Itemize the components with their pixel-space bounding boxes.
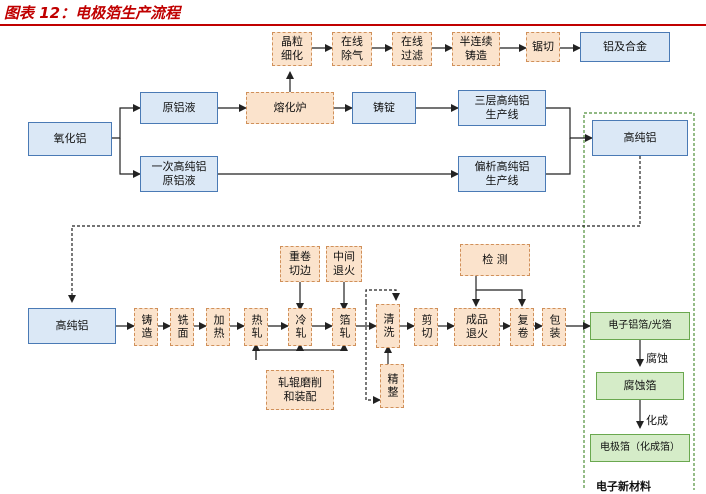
- node-casting: 铸造: [134, 308, 158, 346]
- node-furnace: 熔化炉: [246, 92, 334, 124]
- node-finishing: 精整: [380, 364, 404, 408]
- node-hot-roll: 热轧: [244, 308, 268, 346]
- node-high-purity-left: 高纯铝: [28, 308, 116, 344]
- node-roll-grind: 轧辊磨削 和装配: [266, 370, 334, 410]
- node-mid-anneal: 中间 退火: [326, 246, 362, 282]
- node-milling: 铣面: [170, 308, 194, 346]
- group-frame: [583, 112, 695, 490]
- node-cold-roll: 冷轧: [288, 308, 312, 346]
- group-label: 电子新材料: [596, 480, 651, 493]
- node-alloy: 铝及合金: [580, 32, 670, 62]
- node-filter: 在线 过滤: [392, 32, 432, 66]
- node-corrosion-foil: 腐蚀箔: [596, 372, 684, 400]
- edge-clean-loop-bottom: [365, 302, 381, 404]
- node-alumina: 氧化铝: [28, 122, 112, 156]
- node-foil-roll: 箔轧: [332, 308, 356, 346]
- node-semi-cast: 半连续 铸造: [452, 32, 500, 66]
- title-rule: [0, 24, 706, 26]
- edge-seg-hp: [546, 138, 571, 175]
- node-heating: 加热: [206, 308, 230, 346]
- edge-alumina-primary: [119, 138, 141, 178]
- node-grain: 晶粒 细化: [272, 32, 312, 66]
- node-primary-liquid: 一次高纯铝 原铝液: [140, 156, 218, 192]
- node-high-purity-top: 高纯铝: [592, 120, 688, 156]
- node-saw: 锯切: [526, 32, 560, 62]
- edge-insp-rewind: [476, 289, 526, 307]
- node-electronic-foil: 电子铝箔/光箔: [590, 312, 690, 340]
- node-electrode-foil: 电极箔（化成箔）: [590, 434, 690, 462]
- node-three-layer: 三层高纯铝 生产线: [458, 90, 546, 126]
- node-raw-liquid: 原铝液: [140, 92, 218, 124]
- node-anneal: 成品 退火: [454, 308, 500, 346]
- node-pack: 包装: [542, 308, 566, 346]
- node-shear: 剪切: [414, 308, 438, 346]
- node-rewind-trim: 重卷 切边: [280, 246, 320, 282]
- node-inspection: 检 测: [460, 244, 530, 276]
- edge-hp-dashed: [68, 156, 641, 303]
- node-cleaning: 清洗: [376, 304, 400, 348]
- node-rewind: 复卷: [510, 308, 534, 346]
- edge-grind-bus: [255, 349, 344, 360]
- edge-alumina-raw: [112, 104, 141, 139]
- edge-three-hp: [546, 107, 593, 142]
- node-degas: 在线 除气: [332, 32, 372, 66]
- figure-title: 图表 12：电极箔生产流程: [4, 4, 181, 22]
- node-segregation: 偏析高纯铝 生产线: [458, 156, 546, 192]
- edge-label-formation: 化成: [646, 414, 668, 427]
- edge-clean-loop-top: [365, 289, 400, 302]
- node-ingot: 铸锭: [352, 92, 416, 124]
- edge-label-corrosion: 腐蚀: [646, 352, 668, 365]
